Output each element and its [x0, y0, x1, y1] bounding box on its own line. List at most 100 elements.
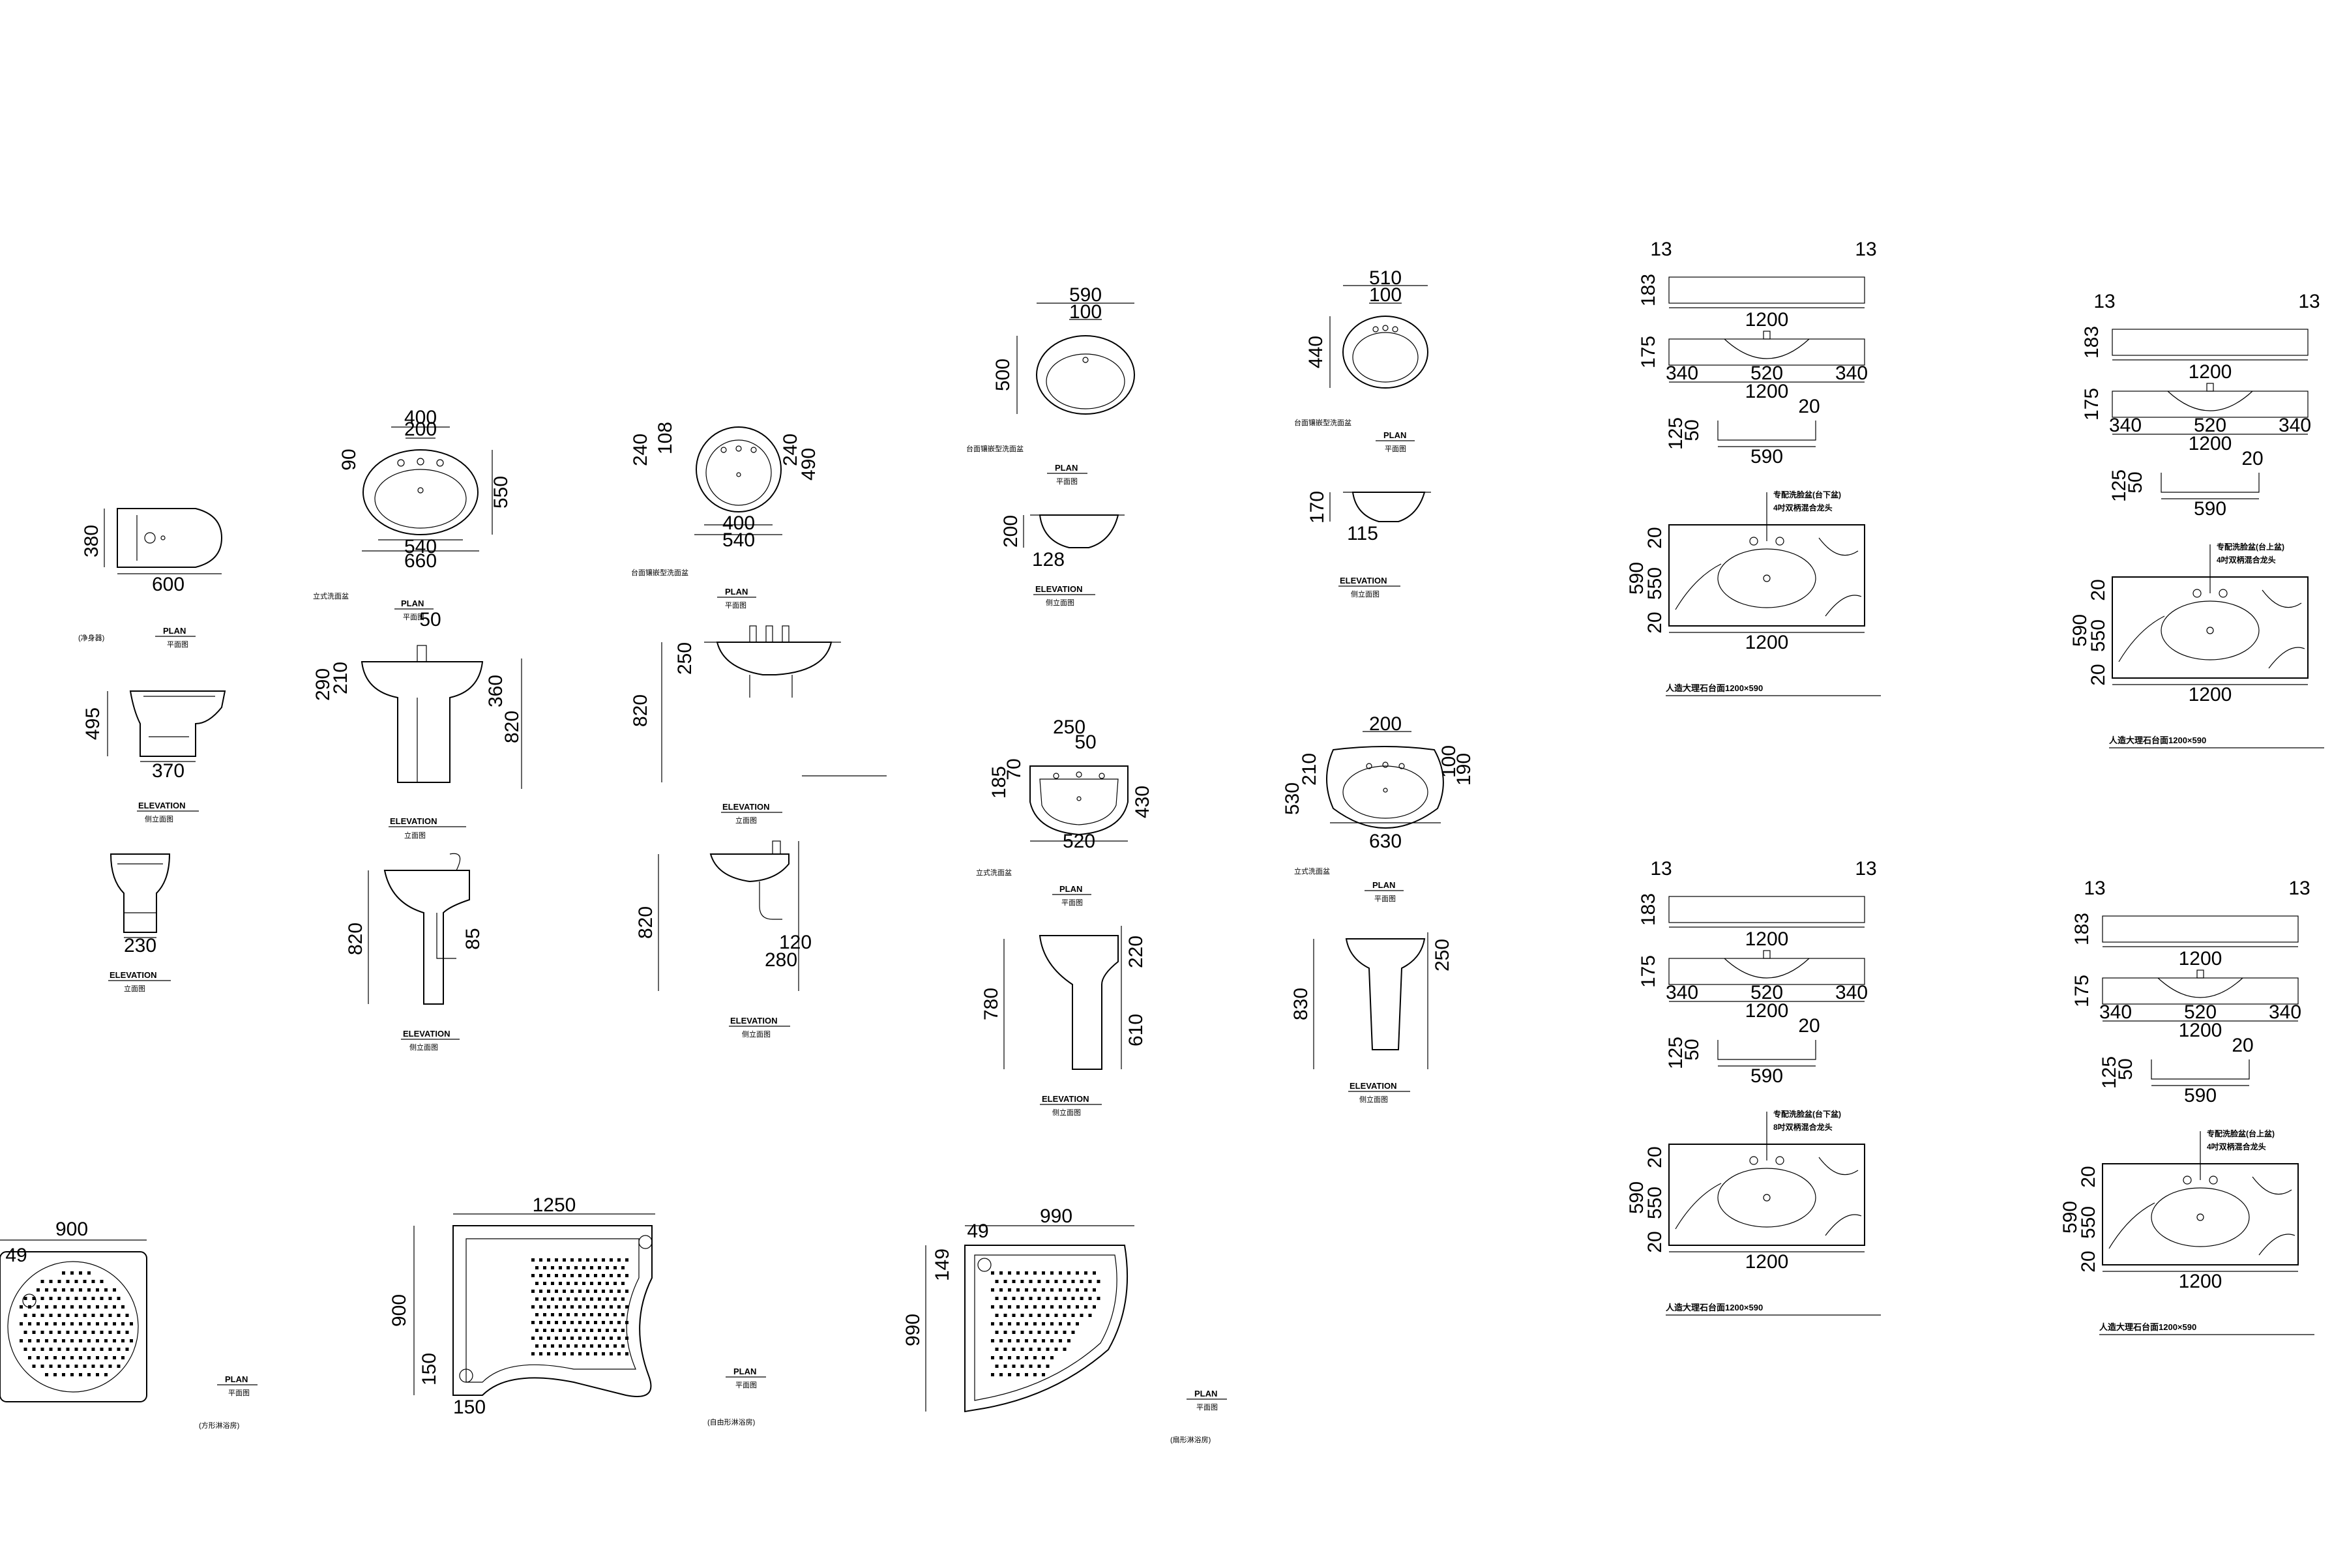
- dot: [621, 1282, 625, 1285]
- dot: [590, 1313, 593, 1316]
- dot: [598, 1313, 601, 1316]
- dot: [621, 1266, 625, 1269]
- dot: [125, 1314, 129, 1317]
- dot: [96, 1356, 99, 1359]
- dot: [625, 1305, 628, 1309]
- counter-top-strip: [1668, 896, 1865, 923]
- basin6-plan: 200 530 210 100 190 630 立式洗面盆 PLAN 平面图: [1282, 713, 1475, 903]
- dot: [563, 1352, 566, 1355]
- side-section: [1717, 421, 1816, 441]
- dot: [547, 1290, 550, 1293]
- dot: [104, 1322, 108, 1325]
- dot: [1025, 1339, 1028, 1342]
- dot: [1016, 1373, 1020, 1376]
- basin6-h3: 100: [1438, 745, 1460, 778]
- dot: [543, 1329, 546, 1332]
- dot: [1063, 1314, 1067, 1317]
- dot: [87, 1271, 91, 1275]
- basin3-elev-sub: 侧立面图: [1046, 598, 1074, 607]
- dot: [1029, 1331, 1033, 1334]
- dot: [606, 1313, 609, 1316]
- dot: [1033, 1305, 1037, 1309]
- dot: [1071, 1314, 1075, 1317]
- dot: [610, 1274, 613, 1277]
- dim-13-right: 13: [2288, 878, 2310, 899]
- dot: [1016, 1356, 1020, 1359]
- basin1-d: 90: [338, 449, 360, 470]
- dim-20-bottom: 20: [2088, 664, 2109, 685]
- dot: [1029, 1365, 1033, 1368]
- dot: [551, 1344, 554, 1348]
- dot: [1063, 1297, 1067, 1300]
- bidet-name: (净身器): [78, 633, 104, 642]
- dot: [606, 1329, 609, 1332]
- dot: [991, 1322, 994, 1325]
- dot: [547, 1337, 550, 1340]
- dot: [535, 1313, 539, 1316]
- dot: [621, 1344, 625, 1348]
- dot: [582, 1297, 585, 1301]
- tap-icon: [1763, 950, 1771, 959]
- basin4-w2: 100: [1369, 284, 1402, 306]
- dot: [121, 1356, 125, 1359]
- basin4-plan-title: PLAN: [1383, 430, 1406, 440]
- dot: [1042, 1305, 1045, 1309]
- dot: [74, 1365, 78, 1368]
- basin6-e-h2: 250: [1432, 939, 1453, 971]
- dim-50: 50: [1681, 419, 1703, 441]
- dot: [28, 1339, 31, 1342]
- dot: [1025, 1373, 1028, 1376]
- dot: [130, 1339, 133, 1342]
- dot: [32, 1314, 36, 1317]
- marble-veins: [2118, 589, 2305, 669]
- dot: [1059, 1322, 1062, 1325]
- basin5-w3: 520: [1063, 831, 1095, 852]
- dot: [578, 1290, 582, 1293]
- dot: [79, 1322, 82, 1325]
- dot: [991, 1288, 994, 1292]
- dot: [613, 1266, 617, 1269]
- dot: [570, 1290, 574, 1293]
- dot: [117, 1365, 121, 1368]
- dot: [574, 1282, 578, 1285]
- dot: [606, 1297, 609, 1301]
- dot: [1063, 1348, 1067, 1351]
- dim-50: 50: [2115, 1058, 2136, 1080]
- tray2-plan-sub: 平面图: [735, 1381, 757, 1389]
- dot: [578, 1258, 582, 1262]
- tray3-height: 990: [902, 1314, 924, 1346]
- basin2-w2: 540: [722, 529, 755, 551]
- dot: [108, 1348, 112, 1351]
- dim-550: 550: [2088, 619, 2109, 652]
- dot: [590, 1282, 593, 1285]
- dot: [1076, 1271, 1079, 1275]
- dot: [113, 1339, 116, 1342]
- dot: [40, 1314, 44, 1317]
- dot: [610, 1305, 613, 1309]
- dot: [1016, 1305, 1020, 1309]
- dot: [37, 1356, 40, 1359]
- dot: [53, 1288, 57, 1292]
- dot: [1076, 1288, 1079, 1292]
- dot: [570, 1305, 574, 1309]
- counter-front: [1668, 338, 1865, 366]
- dot: [582, 1266, 585, 1269]
- dot: [32, 1331, 36, 1334]
- dot: [606, 1344, 609, 1348]
- dot: [1003, 1365, 1007, 1368]
- dot: [543, 1282, 546, 1285]
- dot: [83, 1331, 87, 1334]
- dot: [91, 1314, 95, 1317]
- dot: [91, 1297, 95, 1300]
- dot: [1097, 1280, 1100, 1283]
- dot: [49, 1365, 53, 1368]
- tap-right-icon: [1775, 1156, 1784, 1165]
- tray3-a: 49: [967, 1220, 988, 1242]
- dot: [1042, 1373, 1045, 1376]
- dot: [598, 1282, 601, 1285]
- basin2-side-title: ELEVATION: [730, 1016, 777, 1026]
- dot: [617, 1321, 621, 1324]
- dim-20-top: 20: [2088, 579, 2109, 600]
- basin1-h: 550: [490, 476, 512, 509]
